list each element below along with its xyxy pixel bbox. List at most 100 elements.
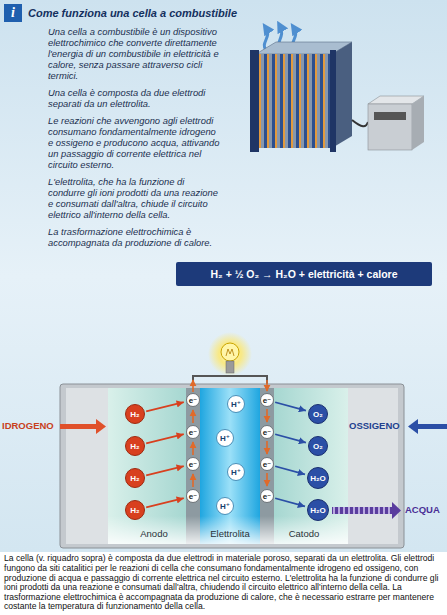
heat-arrow	[292, 28, 295, 50]
particle-circle: H₂	[125, 500, 145, 520]
info-icon: i	[4, 4, 22, 22]
particle-circle: e⁻	[186, 393, 200, 407]
electrode-strip	[260, 388, 274, 544]
flow-arrow	[275, 402, 306, 410]
filament	[226, 349, 234, 356]
oxygen-arrow	[418, 424, 447, 429]
device-front	[368, 104, 412, 150]
particle-circle: H₂	[125, 468, 145, 488]
hydrogen-arrow	[60, 424, 96, 429]
particle-circle: O₂	[308, 404, 328, 424]
bulb-glow	[208, 332, 252, 376]
particle-label: e⁻	[263, 396, 272, 405]
panel-ground	[0, 0, 447, 552]
particle-label: O₂	[313, 442, 323, 451]
wire	[193, 376, 267, 388]
particle-circle: H⁺	[227, 463, 245, 481]
electron-arrow	[192, 410, 194, 423]
stack-side	[332, 42, 352, 148]
particle-circle: H₂	[125, 436, 145, 456]
particle-circle: e⁻	[186, 489, 200, 503]
electron-arrow	[192, 380, 194, 392]
info-paragraph: L'elettrolita, che ha la funzione di con…	[48, 176, 220, 220]
particle-circle: H₂O	[307, 499, 329, 521]
water-arrow-head	[392, 502, 401, 519]
layer-label: Anodo	[108, 528, 200, 539]
caption: La cella (v. riquadro sopra) è composta …	[4, 554, 443, 612]
electron-arrow	[192, 442, 194, 455]
info-paragraph: Una cella è composta da due elettrodi se…	[48, 87, 220, 109]
housing-inner	[66, 388, 398, 544]
heat-arrow	[278, 26, 281, 50]
flow-arrow	[146, 434, 184, 443]
particle-label: e⁻	[189, 492, 198, 501]
particle-label: e⁻	[189, 396, 198, 405]
stack-top	[256, 42, 352, 54]
particle-circle: H₂	[125, 404, 145, 424]
flow-arrow	[146, 466, 184, 475]
stack-front	[256, 54, 332, 148]
bulb-glass	[221, 343, 239, 361]
particle-label: H₂O	[310, 474, 326, 483]
particle-label: H⁺	[231, 400, 241, 409]
particle-label: e⁻	[189, 460, 198, 469]
oxygen-arrow-head	[408, 419, 418, 434]
gas-label: IDROGENO	[2, 420, 54, 432]
particle-label: H⁺	[231, 468, 241, 477]
electron-arrow	[266, 473, 268, 486]
bulb-base	[226, 361, 234, 373]
anode-fill	[108, 388, 186, 544]
product-label: ACQUA	[405, 504, 440, 516]
cell-layer: Catodo e⁻ e⁻ e⁻ e⁻ O₂ O₂ H₂O H₂O	[260, 388, 348, 544]
electron-arrow	[266, 380, 268, 391]
electron-arrow	[192, 474, 194, 487]
heat-arrow	[264, 28, 267, 50]
cell-layer: ElettrolitaH⁺H⁺H⁺H⁺	[200, 388, 260, 544]
particle-circle: H⁺	[216, 429, 234, 447]
particle-circle: O₂	[308, 436, 328, 456]
particle-label: H₂	[130, 506, 139, 515]
gas-label: OSSIGENO	[349, 420, 400, 432]
flow-arrow	[146, 402, 184, 411]
electron-arrow	[266, 409, 268, 422]
info-paragraph: Le reazioni che avvengono agli elettrodi…	[48, 115, 220, 170]
particle-label: e⁻	[263, 460, 272, 469]
layer-fade	[108, 516, 348, 544]
info-panel: Una cella a combustibile è un dispositiv…	[0, 0, 447, 552]
flow-arrow	[275, 466, 305, 474]
info-paragraph: Una cella a combustibile è un dispositiv…	[48, 26, 220, 81]
particle-label: O₂	[313, 410, 323, 419]
particle-circle: e⁻	[186, 425, 200, 439]
particle-label: e⁻	[263, 428, 272, 437]
particle-circle: H⁺	[216, 497, 234, 515]
end-plate	[250, 50, 259, 152]
text-column: Una cella a combustibile è un dispositiv…	[48, 26, 220, 254]
particle-label: e⁻	[189, 428, 198, 437]
flow-arrow	[275, 498, 305, 506]
cathode-fill	[274, 388, 348, 544]
electron-arrow	[266, 441, 268, 454]
particle-label: H⁺	[220, 434, 230, 443]
cell-layer: Anodo H₂ H₂ H₂ H₂ e⁻ e⁻ e⁻ e⁻	[108, 388, 200, 544]
particle-circle: e⁻	[260, 457, 274, 471]
cable	[352, 120, 368, 126]
particle-label: H⁺	[220, 502, 230, 511]
particle-circle: H⁺	[227, 395, 245, 413]
layer-label: Catodo	[260, 528, 348, 539]
device-side	[412, 96, 424, 150]
flow-arrow	[275, 434, 306, 442]
equation-box: H₂ + ½ O₂ → H₂O + elettricità + calore	[176, 262, 432, 286]
particle-label: H₂	[130, 474, 139, 483]
particle-circle: e⁻	[186, 457, 200, 471]
particle-label: e⁻	[263, 492, 272, 501]
electrolyte-fill	[200, 388, 260, 544]
info-paragraph: La trasformazione elettrochimica è accom…	[48, 226, 220, 248]
title: Come funziona una cella a combustibile	[28, 7, 237, 20]
particle-label: H₂	[130, 410, 139, 419]
equation-text: H₂ + ½ O₂ → H₂O + elettricità + calore	[210, 268, 397, 281]
flow-arrow	[146, 498, 184, 507]
particle-circle: e⁻	[260, 393, 274, 407]
particle-label: H₂O	[310, 506, 326, 515]
particle-circle: e⁻	[260, 425, 274, 439]
